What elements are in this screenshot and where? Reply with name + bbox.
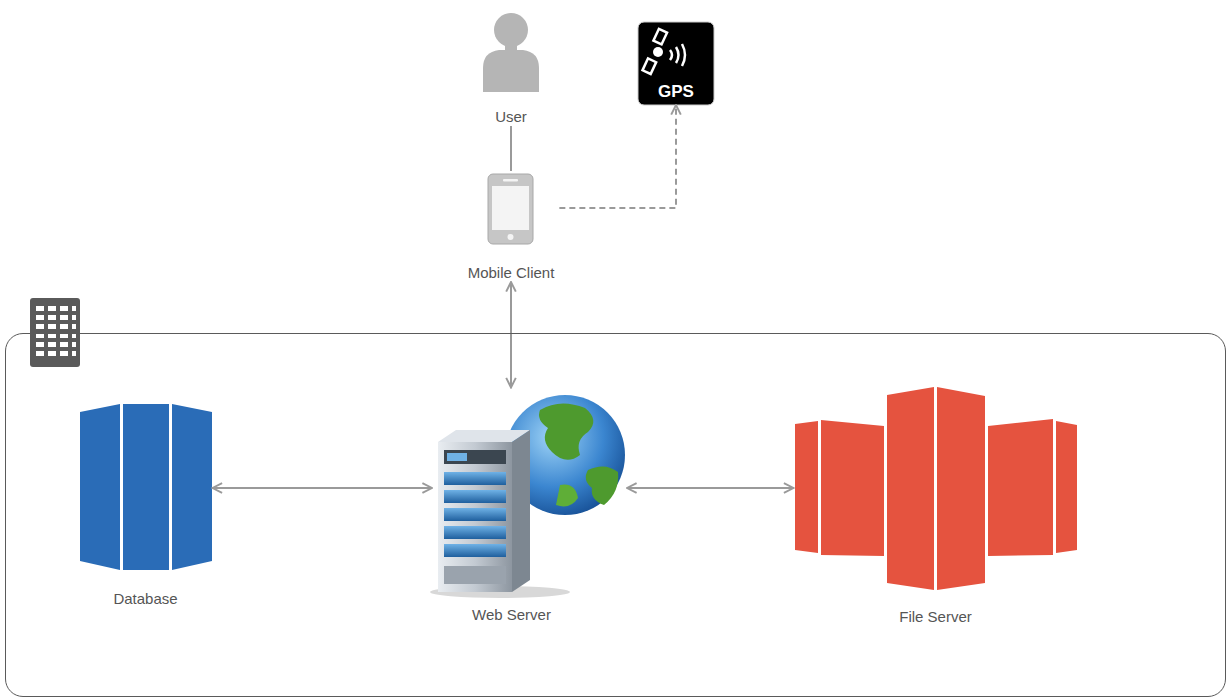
connector — [627, 487, 794, 489]
database-shape — [80, 404, 212, 570]
phone-icon — [488, 174, 533, 244]
client-node: Mobile Client — [463, 171, 560, 282]
connector — [510, 126, 512, 171]
file-server-shape — [795, 387, 1077, 590]
node-label: File Server — [899, 608, 972, 626]
actor-node: User — [480, 6, 542, 126]
user-icon — [483, 13, 539, 92]
connector — [213, 487, 433, 489]
node-label: User — [495, 108, 527, 126]
node-label: Web Server — [472, 606, 551, 624]
web-server-icon — [430, 395, 625, 598]
server-node: Web Server — [432, 388, 627, 624]
gps-icon — [638, 22, 714, 105]
connector — [559, 105, 676, 208]
gps-node: GPS — [638, 22, 714, 105]
node-label: Mobile Client — [468, 264, 555, 282]
database-node: Database — [79, 403, 213, 608]
node-label: GPS — [658, 83, 694, 101]
node-label: Database — [113, 590, 177, 608]
datacenter-boundary: DatabaseWeb Server File Server — [5, 333, 1226, 697]
connector — [510, 282, 512, 388]
file-server-node: File Server — [794, 385, 1078, 626]
